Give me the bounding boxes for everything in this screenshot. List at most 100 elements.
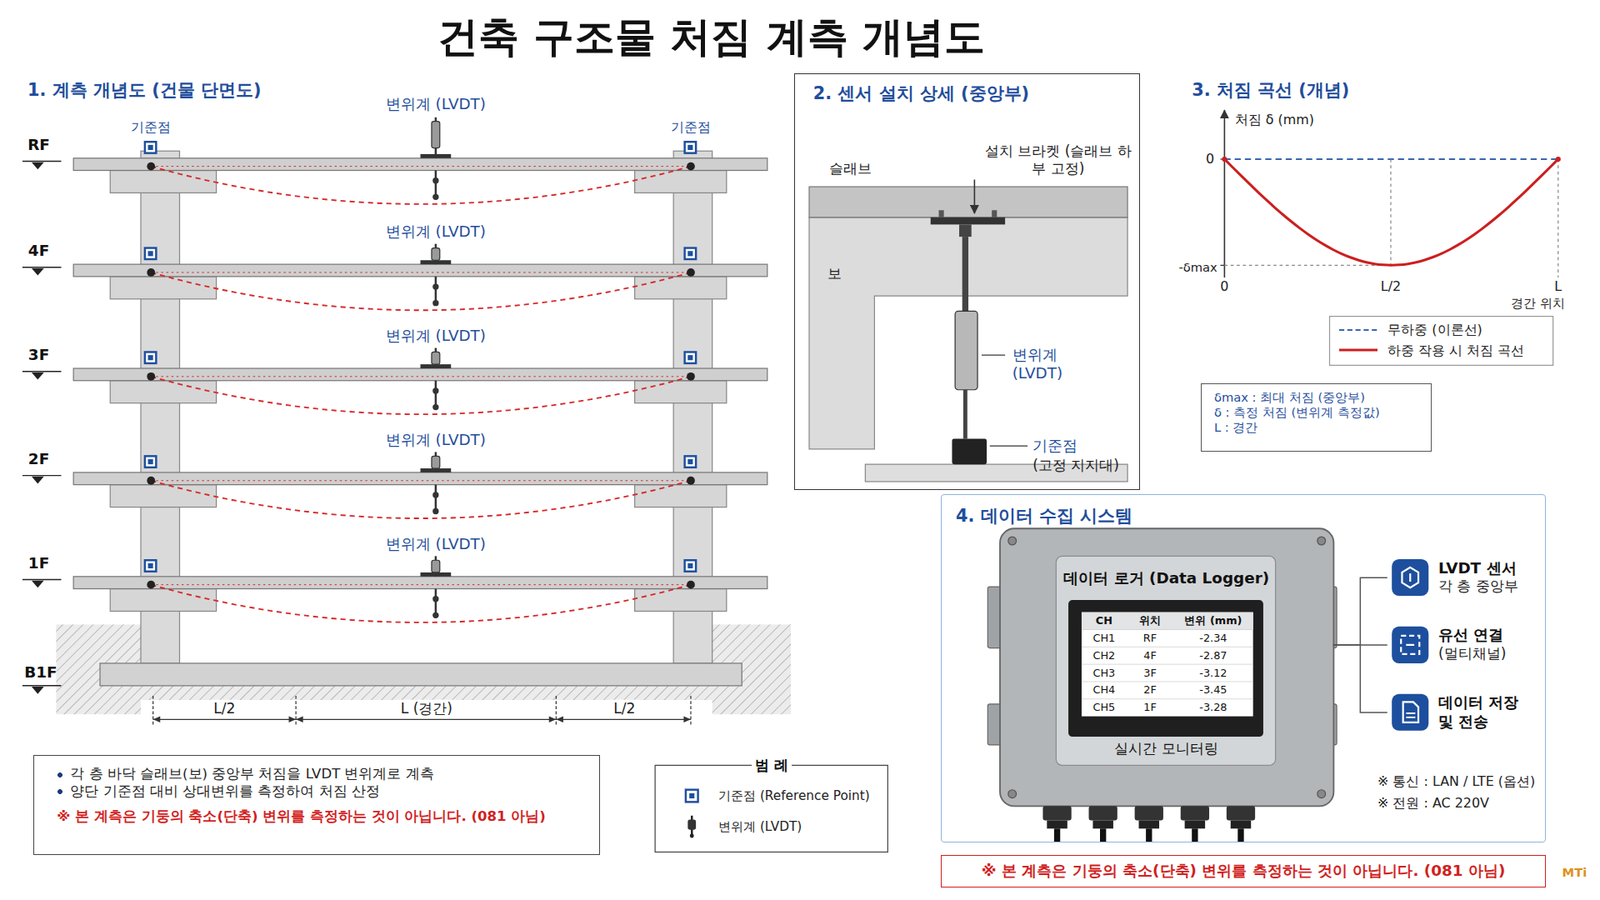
text-label: 1. 계측 개념도 (건물 단면도) bbox=[27, 79, 261, 100]
text-label: 변위 (mm) bbox=[1184, 614, 1242, 627]
leader-line bbox=[981, 355, 1005, 356]
beam-haunch bbox=[635, 276, 727, 300]
cable-gland-nut bbox=[1046, 820, 1067, 829]
text-label: CH4 bbox=[1092, 684, 1115, 697]
reference-point bbox=[685, 790, 699, 803]
text-label: 경간 위치 bbox=[1510, 295, 1565, 311]
lvdt-tip bbox=[432, 194, 439, 200]
dimension-arrow bbox=[295, 716, 556, 723]
reference-point bbox=[685, 560, 696, 571]
reference-point bbox=[685, 455, 696, 467]
reference-block bbox=[951, 439, 987, 465]
beam-haunch bbox=[635, 485, 727, 508]
y-axis bbox=[1224, 110, 1226, 278]
text-label: L/2 bbox=[1380, 279, 1401, 295]
reference-point-core bbox=[689, 793, 695, 799]
lvdt-bracket bbox=[420, 154, 451, 159]
level-marker bbox=[31, 268, 45, 276]
reference-point bbox=[145, 351, 156, 363]
legend-box bbox=[655, 765, 888, 852]
anchor-dot bbox=[686, 580, 695, 590]
beam-haunch bbox=[635, 380, 727, 404]
level-marker bbox=[31, 162, 45, 170]
icon-glyph bbox=[1405, 712, 1415, 715]
table-rule bbox=[1081, 680, 1254, 682]
cable-gland-nut bbox=[1092, 820, 1113, 829]
node-heading: 유선 연결 bbox=[1438, 625, 1551, 645]
cable-gland-nut bbox=[1139, 820, 1160, 829]
beam-haunch bbox=[110, 276, 216, 300]
text-label: CH1 bbox=[1092, 631, 1115, 645]
reference-point bbox=[685, 351, 696, 363]
text-label: 보 bbox=[827, 265, 842, 283]
item-icon bbox=[1391, 559, 1429, 596]
node-text: δ : 측정 처짐 (변위계 측정값) bbox=[1214, 405, 1419, 420]
node-text: 실시간 모니터링 bbox=[1114, 740, 1218, 758]
text-label: (고정 지지대) bbox=[1032, 456, 1120, 475]
lvdt-body bbox=[431, 560, 440, 573]
lvdt-bracket bbox=[420, 260, 451, 265]
curve-end bbox=[1221, 156, 1227, 162]
node-heading: 데이터 로거 (Data Logger) bbox=[1063, 569, 1270, 589]
deflection-curve bbox=[150, 166, 691, 205]
reference-point bbox=[145, 248, 156, 260]
guide-line bbox=[1390, 159, 1391, 268]
bracket-clamp bbox=[959, 224, 972, 237]
legend-sample-group bbox=[1339, 329, 1379, 330]
lvdt-tip bbox=[432, 612, 439, 619]
node-text: 각 층 중앙부 bbox=[1438, 577, 1551, 595]
text-label: 변위계 (LVDT) bbox=[385, 222, 486, 241]
logger-panel bbox=[1055, 555, 1275, 765]
lvdt-tip bbox=[432, 300, 439, 306]
level-marker bbox=[31, 686, 45, 695]
text-label: 범 례 bbox=[751, 756, 792, 775]
text-label: 변위계 (LVDT) bbox=[385, 535, 486, 554]
level-line bbox=[22, 370, 62, 372]
node-box: 데이터 로거 (Data Logger) 실시간 모니터링 bbox=[999, 528, 1333, 806]
reference-point-core bbox=[148, 563, 154, 569]
node-box: 데이터 저장 및 전송 bbox=[1387, 693, 1551, 732]
floor-slab bbox=[73, 158, 768, 171]
legend-line bbox=[1339, 329, 1379, 331]
anchor-dot bbox=[146, 580, 155, 590]
text-label: RF bbox=[1143, 631, 1157, 645]
reference-point-core bbox=[687, 563, 693, 569]
node-text: (멀티채널) bbox=[1438, 645, 1551, 663]
lvdt-body bbox=[431, 455, 440, 469]
table-rule bbox=[1081, 698, 1254, 700]
lvdt-joint bbox=[432, 177, 439, 184]
cable bbox=[1145, 828, 1152, 842]
reference-point-core bbox=[687, 459, 693, 465]
legend-sample-group bbox=[687, 815, 696, 838]
lvdt-body bbox=[687, 819, 696, 830]
icon-glyph bbox=[1403, 701, 1419, 722]
lvdt-joint bbox=[432, 387, 439, 394]
floor-slab bbox=[73, 264, 768, 277]
cable-gland bbox=[1180, 805, 1210, 820]
lvdt-probe bbox=[963, 390, 968, 440]
lvdt-body bbox=[431, 351, 440, 365]
lvdt-bracket bbox=[420, 468, 451, 473]
curve-end bbox=[1555, 156, 1561, 162]
icon-glyph bbox=[1401, 567, 1419, 588]
deflection-curve bbox=[150, 272, 691, 310]
reference-point-core bbox=[687, 355, 693, 360]
logger-enclosure bbox=[1000, 528, 1334, 806]
lvdt-body bbox=[431, 121, 440, 149]
table-rule bbox=[1081, 646, 1254, 648]
legend-text: 하중 작용 시 처짐 곡선 bbox=[1387, 341, 1525, 359]
beam-haunch bbox=[110, 380, 216, 404]
text-label: 변위계 (LVDT) bbox=[1012, 345, 1090, 383]
title: 건축 구조물 처짐 계측 개념도 bbox=[437, 13, 985, 63]
legend-item: 기준점 (Reference Point) bbox=[681, 785, 870, 808]
lvdt-tip bbox=[432, 508, 439, 515]
floor-slab bbox=[73, 472, 768, 485]
legend-item: 변위계 (LVDT) bbox=[681, 815, 802, 838]
drawing bbox=[22, 110, 1561, 852]
reference-line bbox=[150, 165, 691, 167]
text-label: MTi bbox=[1562, 865, 1588, 880]
icon-glyph bbox=[1400, 635, 1420, 655]
node-text: 양단 기준점 대비 상대변위를 측정하여 처짐 산정 bbox=[56, 783, 587, 801]
level-line bbox=[22, 160, 62, 162]
